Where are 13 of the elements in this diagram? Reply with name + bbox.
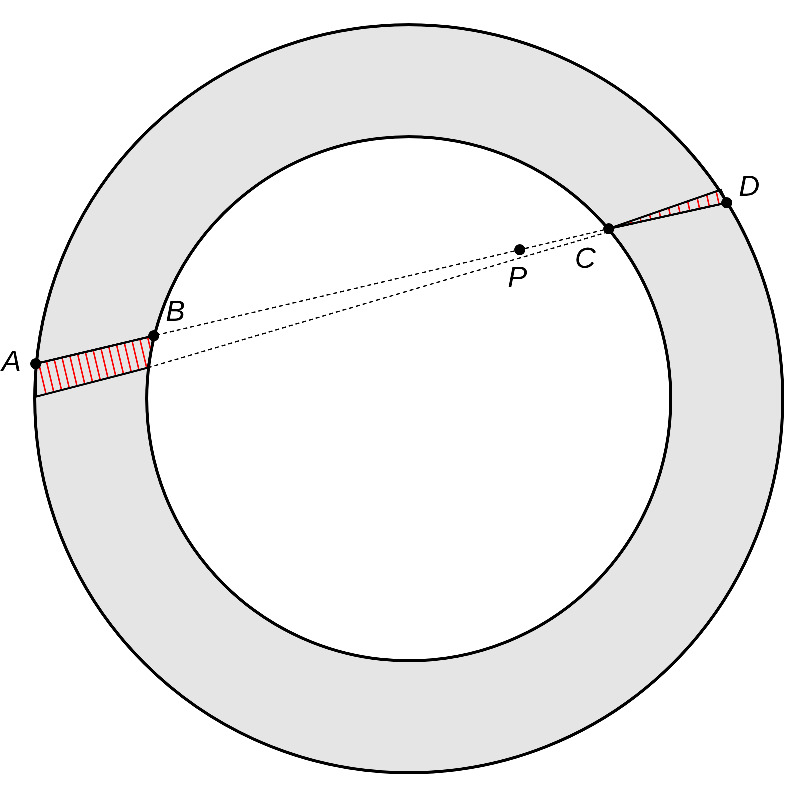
point-dot (722, 198, 732, 208)
point-label: A (2, 348, 22, 377)
point-label: D (739, 173, 760, 202)
point-label: P (508, 264, 528, 293)
point-label: C (575, 245, 596, 274)
line-segment (614, 203, 722, 229)
point-dot (514, 244, 526, 256)
line-segment (41, 336, 149, 364)
dashed-line (159, 250, 515, 336)
point-dot (148, 330, 160, 342)
point-dot (30, 358, 42, 370)
dashed-line (525, 230, 604, 250)
point-label: B (166, 298, 186, 327)
